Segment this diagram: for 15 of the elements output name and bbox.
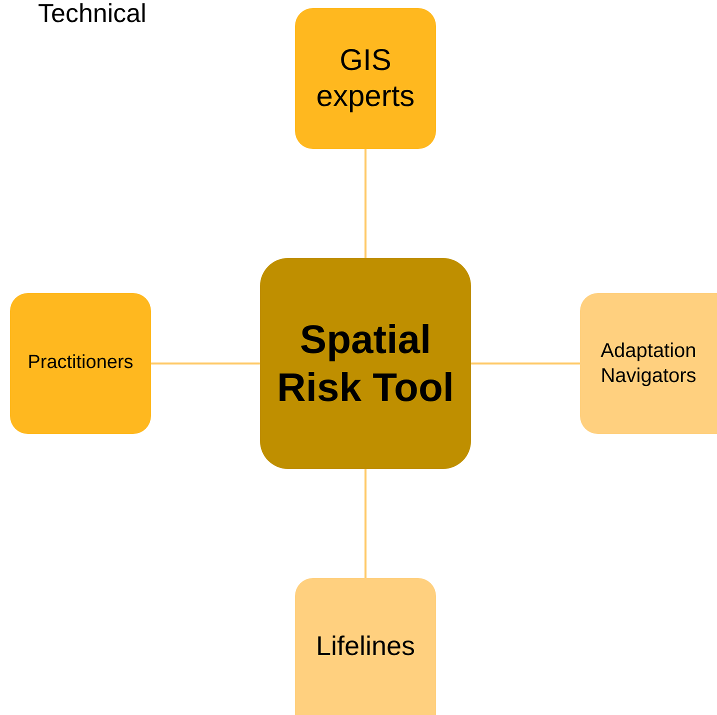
role-box	[295, 578, 436, 715]
role-box	[10, 293, 151, 434]
connector-line	[471, 362, 580, 364]
node-label: Practitioners	[28, 351, 134, 376]
connector-line	[364, 469, 366, 578]
node-label: Lifelines	[316, 630, 416, 664]
central-box	[260, 258, 471, 469]
role-box	[580, 293, 717, 434]
connector-line	[364, 149, 366, 258]
node-label: Spatial Risk Tool	[276, 316, 456, 412]
node-label: Adaptation Navigators	[600, 338, 698, 388]
role-box	[295, 8, 436, 149]
connector-line	[151, 362, 260, 364]
heading-text: Technical	[38, 0, 146, 26]
node-label: GIS experts	[315, 42, 416, 114]
